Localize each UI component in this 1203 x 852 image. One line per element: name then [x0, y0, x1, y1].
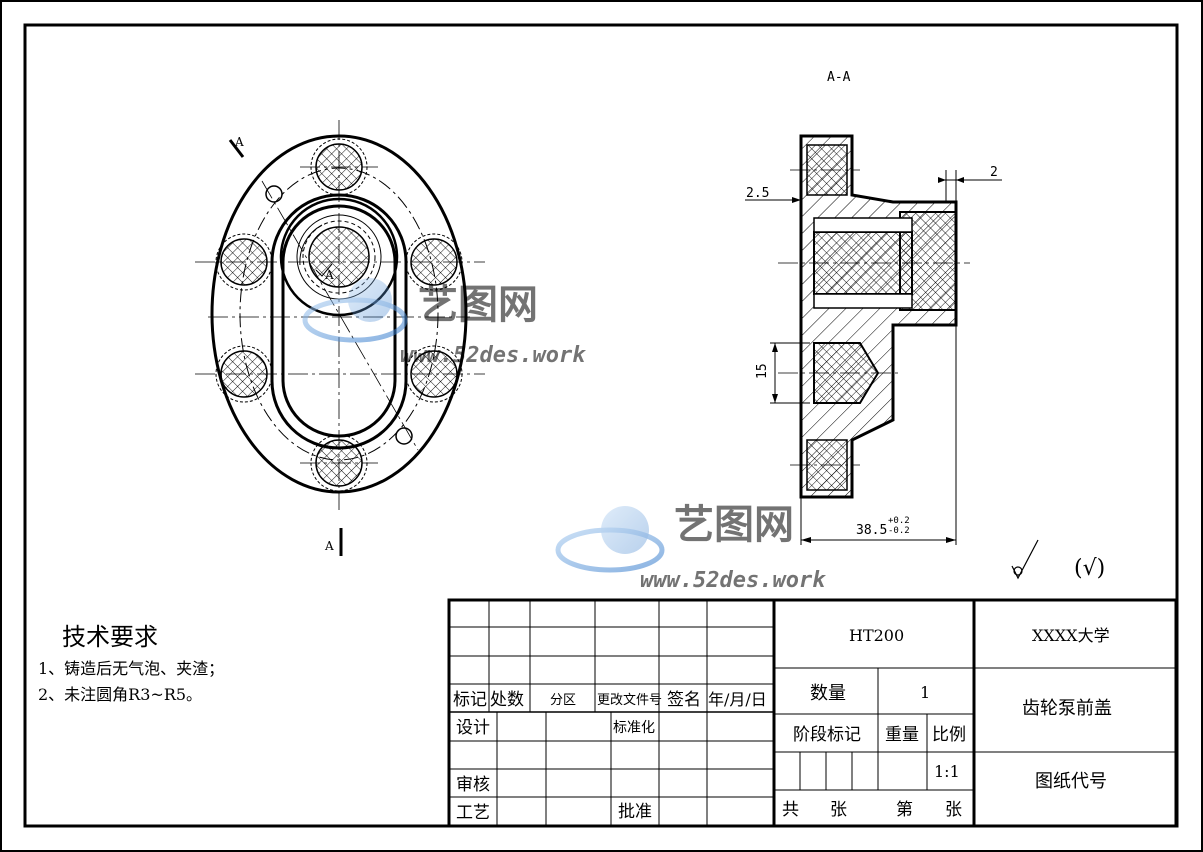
part-name: 齿轮泵前盖 — [1022, 698, 1112, 719]
dimension-lines — [745, 170, 1002, 545]
mark-label: 标记 — [453, 690, 487, 710]
approve-label: 批准 — [618, 802, 652, 822]
weight-label: 重量 — [885, 725, 919, 745]
center-mark-label: A — [324, 268, 334, 282]
school-name: XXXX大学 — [1032, 626, 1110, 645]
section-view — [778, 134, 970, 499]
front-view — [195, 120, 485, 556]
quantity-value: 1 — [920, 683, 930, 702]
svg-text:艺图网: 艺图网 — [674, 501, 794, 548]
page-label: 第 — [896, 800, 913, 820]
count-label: 处数 — [490, 690, 524, 710]
requirements-heading: 技术要求 — [62, 623, 158, 651]
material: HT200 — [849, 626, 904, 645]
drawing-no-label: 图纸代号 — [1035, 771, 1107, 792]
requirement-item-2: 2、未注圆角R3~R5。 — [38, 685, 202, 704]
review-label: 审核 — [456, 775, 490, 795]
dimension-38-5: 38.5 — [856, 523, 887, 538]
dimension-2-5: 2.5 — [746, 186, 769, 201]
change-doc-label: 更改文件号 — [597, 693, 662, 708]
section-label: A-A — [827, 70, 851, 85]
dimension-38-5-tol-lower: -0.2 — [888, 526, 910, 536]
quantity-label: 数量 — [810, 683, 846, 704]
stage-label: 阶段标记 — [793, 725, 861, 745]
scale-value: 1:1 — [934, 762, 960, 781]
standard-label: 标准化 — [613, 720, 655, 736]
sheet-unit-1: 张 — [830, 800, 847, 820]
dimension-38-5-tol-upper: +0.2 — [888, 516, 910, 526]
sign-label: 签名 — [667, 690, 701, 710]
svg-text:www.52des.work: www.52des.work — [400, 343, 586, 368]
date-label: 年/月/日 — [708, 690, 767, 709]
dimension-2: 2 — [990, 165, 998, 180]
roughness-other: (√) — [1074, 556, 1105, 581]
dimension-arrows — [772, 177, 964, 543]
title-block-text: HT200 XXXX大学 齿轮泵前盖 图纸代号 数量 1 阶段标记 重量 比例 … — [453, 626, 1112, 823]
roughness-symbol — [1011, 539, 1039, 580]
requirement-item-1: 1、铸造后无气泡、夹渣； — [38, 659, 224, 678]
scale-label: 比例 — [932, 725, 966, 745]
svg-text:www.52des.work: www.52des.work — [640, 568, 826, 593]
cut-mark-label-top: A — [234, 135, 244, 149]
title-block — [447, 598, 1178, 828]
dimension-15: 15 — [755, 363, 770, 379]
total-label: 共 — [782, 800, 799, 820]
design-label: 设计 — [456, 718, 490, 738]
sheet-unit-2: 张 — [945, 800, 962, 820]
watermark: 艺图网 www.52des.work 艺图网 www.52des.work — [302, 278, 826, 593]
svg-text:艺图网: 艺图网 — [418, 281, 538, 328]
zone-label: 分区 — [550, 693, 576, 708]
cut-mark-label-bottom: A — [324, 539, 334, 553]
process-label: 工艺 — [456, 803, 490, 823]
